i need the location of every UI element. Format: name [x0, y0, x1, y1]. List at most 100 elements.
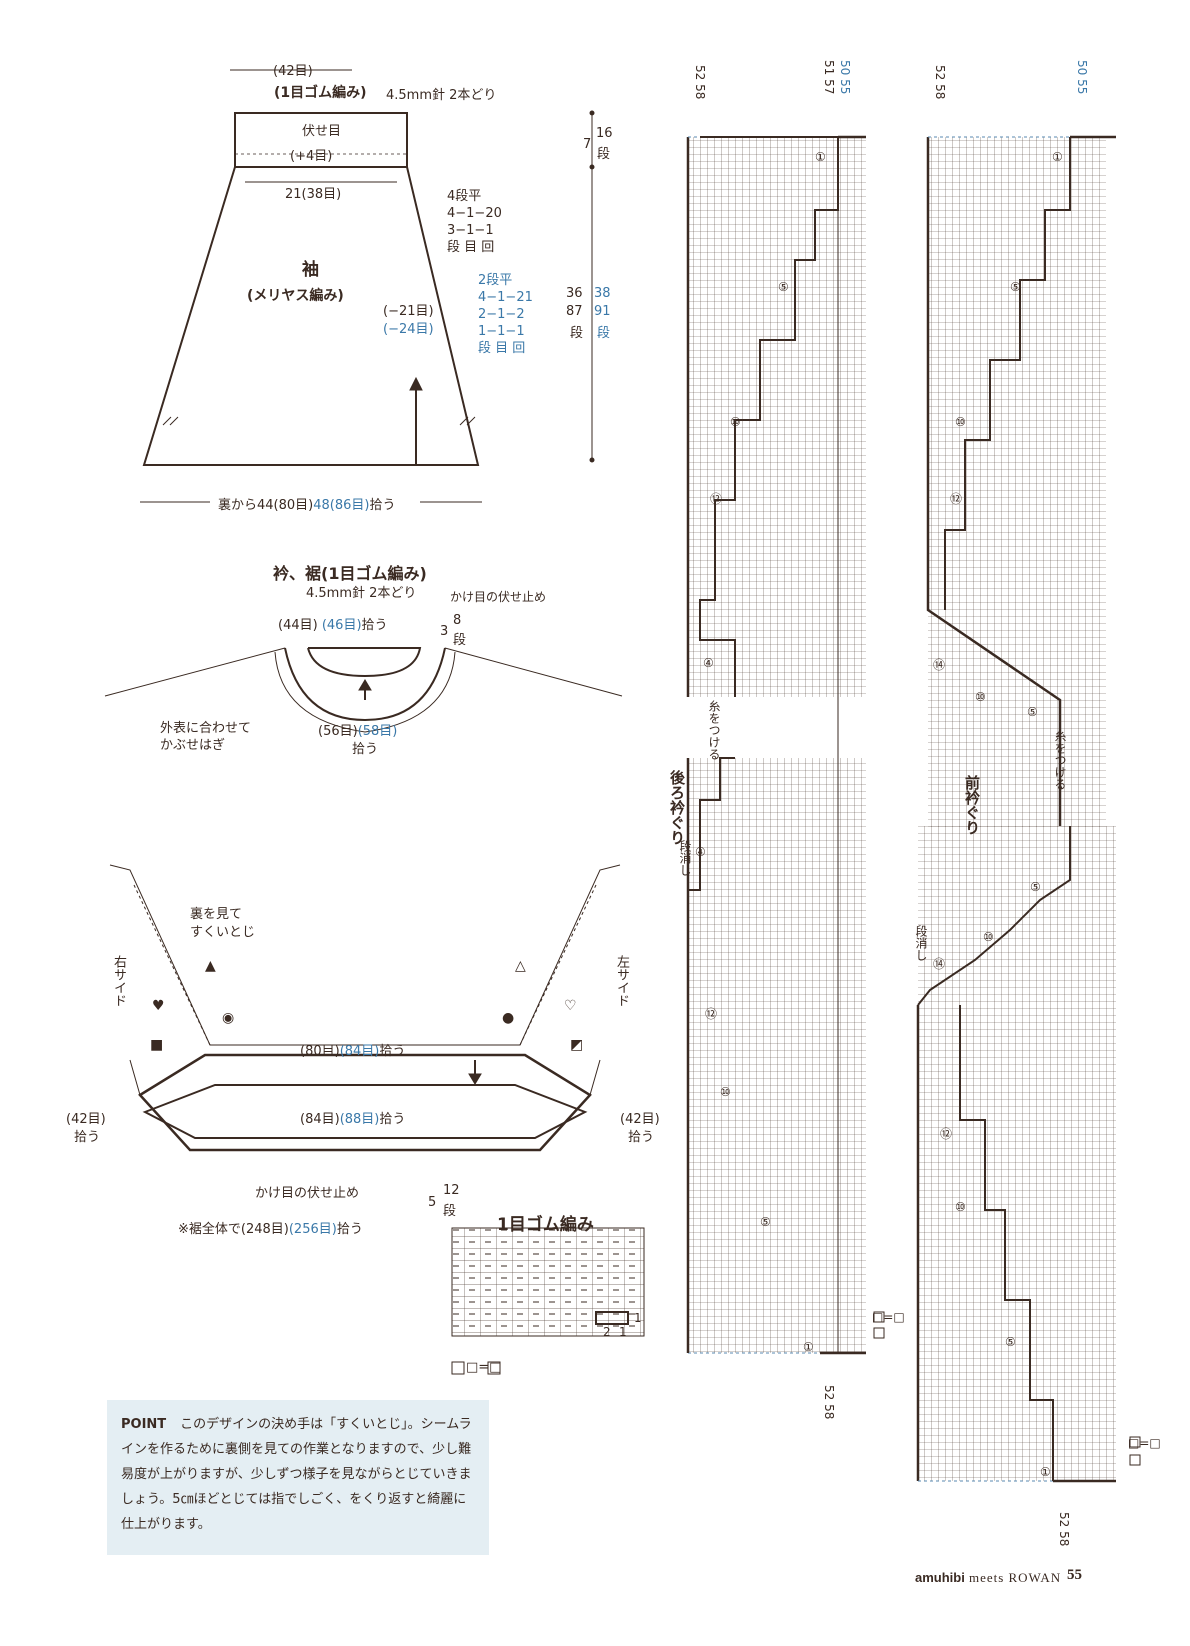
- footer-brand: amuhibi: [915, 1570, 965, 1585]
- sleeve-diagram: [140, 69, 595, 503]
- hem-total: ※裾全体で(248目)(256目)拾う: [178, 1222, 363, 1237]
- scoop-note-1: 裏を見て: [190, 907, 243, 922]
- marker-triangle-filled: ▲: [205, 958, 216, 974]
- front-top-right-count: 50 55: [1075, 60, 1089, 95]
- sleeve-increase: (+4目): [290, 149, 333, 164]
- front-circled-5c: ⑤: [1030, 880, 1041, 894]
- front-circled-12b: ⑫: [940, 1127, 953, 1141]
- back-circled-10b: ⑩: [720, 1085, 731, 1099]
- rib-chart-title: 1目ゴム編み: [497, 1215, 594, 1235]
- neck-needle: 4.5mm針 2本どり: [306, 586, 417, 601]
- sleeve-body-height-a: 36: [566, 286, 583, 301]
- point-label: POINT: [121, 1417, 167, 1432]
- left-side-label: 左サイド: [614, 955, 629, 1007]
- back-top-right-count: 50 55: [838, 60, 852, 95]
- rib-chart-row-label: 1: [634, 1311, 642, 1325]
- chart-legends: [873, 1311, 1141, 1466]
- sleeve-top-needle: 4.5mm針 2本どり: [386, 88, 497, 103]
- sleeve-top-rib: (1目ゴム編み): [274, 85, 367, 101]
- front-bottom-count: 52 58: [1057, 1512, 1071, 1547]
- neck-rows-a: 3: [440, 624, 449, 639]
- rib-chart-col-2: 2: [603, 1325, 611, 1339]
- right-side-label: 右サイド: [111, 955, 126, 1007]
- marker-dot-filled: ●: [502, 1010, 515, 1026]
- sleeve-width-mid: 21(38目): [285, 187, 342, 202]
- back-chart-legend: □=□: [872, 1310, 905, 1324]
- join-note-1: 外表に合わせて: [160, 721, 252, 736]
- footer-meets: meets: [968, 1570, 1005, 1585]
- hem-pickup-2: (84目)(88目)拾う: [300, 1112, 406, 1127]
- back-circled-5b: ⑤: [760, 1215, 771, 1229]
- front-circled-10d: ⑩: [955, 1200, 966, 1214]
- hem-side-right-b: 拾う: [628, 1130, 655, 1145]
- sleeve-subtitle: (メリヤス編み): [247, 288, 344, 304]
- sleeve-body-height-b: 38: [594, 286, 611, 301]
- front-circled-10c: ⑩: [983, 930, 994, 944]
- sleeve-minus-b: (−24目): [383, 322, 434, 337]
- back-circled-1: ①: [815, 150, 826, 164]
- sleeve-top-height-c: 段: [597, 147, 611, 162]
- back-short-row: 段消し: [678, 840, 692, 876]
- neck-rows-b: 8: [453, 613, 462, 628]
- hem-side-left-a: (42目): [66, 1112, 106, 1127]
- hem-side-left-b: 拾う: [74, 1130, 101, 1145]
- scoop-note-2: すくいとじ: [190, 925, 256, 940]
- page-number: 55: [1067, 1567, 1082, 1583]
- back-top-mid-count: 51 57: [822, 60, 836, 95]
- neck-rows-c: 段: [453, 633, 467, 648]
- sleeve-pickup: 裏から44(80目)48(86目)拾う: [218, 498, 396, 513]
- footer: amuhibi meets ROWAN: [915, 1570, 1061, 1586]
- sleeve-top-height-a: 7: [583, 137, 592, 152]
- front-circled-1: ①: [1052, 150, 1063, 164]
- front-circled-12: ⑫: [950, 492, 963, 506]
- sleeve-minus-a: (−21目): [383, 304, 434, 319]
- sleeve-body-height-f: 段: [597, 326, 611, 341]
- sleeve-body-height-d: 91: [594, 304, 611, 319]
- sleeve-body-height-c: 87: [566, 304, 583, 319]
- sleeve-top-height-b: 16: [596, 126, 613, 141]
- front-circled-5: ⑤: [1010, 280, 1021, 294]
- marker-square-slash: ◩: [570, 1037, 584, 1053]
- front-top-left-count: 52 58: [933, 65, 947, 100]
- front-circled-14b: ⑭: [933, 957, 946, 971]
- marker-bullseye: ◉: [222, 1010, 235, 1026]
- neck-pickup-2: (56目)(58目): [318, 724, 398, 739]
- front-circled-14: ⑭: [933, 658, 946, 672]
- front-circled-10b: ⑩: [975, 690, 986, 704]
- neck-title: 衿、裾(1目ゴム編み): [273, 564, 427, 583]
- back-neck-label: 後ろ衿ぐり: [668, 770, 686, 845]
- point-text: このデザインの決め手は「すくいとじ」。シームラインを作るために裏側を見ての作業と…: [121, 1417, 472, 1532]
- rib-chart-col-1: 1: [619, 1325, 627, 1339]
- back-circled-12: ⑫: [710, 492, 723, 506]
- neck-cast-off: かけ目の伏せ止め: [450, 590, 547, 604]
- sleeve-top-stitches: (42目): [273, 64, 313, 79]
- back-top-left-count: 52 58: [693, 65, 707, 100]
- front-chart-legend: □=□: [1128, 1436, 1161, 1450]
- front-neck-chart: [916, 135, 1116, 1483]
- marker-heart-open: ♡: [564, 998, 577, 1014]
- rib-stitch-chart: [451, 1227, 645, 1375]
- front-circled-10: ⑩: [955, 415, 966, 429]
- back-circled-5: ⑤: [778, 280, 789, 294]
- hem-rows-b: 12: [443, 1183, 460, 1198]
- sleeve-bind-off: 伏せ目: [302, 124, 342, 139]
- back-circled-4a: ④: [703, 656, 714, 670]
- front-circled-5b: ⑤: [1027, 705, 1038, 719]
- sleeve-title: 袖: [302, 260, 319, 280]
- marker-triangle-open: △: [515, 958, 526, 974]
- hem-cast-off: かけ目の伏せ止め: [255, 1186, 360, 1201]
- front-short-row: 段消し: [914, 925, 928, 961]
- back-attach-yarn: 糸をつける: [707, 700, 721, 760]
- body-diagram: [104, 647, 623, 1152]
- back-circled-4b: ④: [695, 845, 706, 859]
- marker-square-filled: ■: [150, 1037, 164, 1053]
- back-bottom-count: 52 58: [822, 1385, 836, 1420]
- hem-rows-a: 5: [428, 1195, 437, 1210]
- rib-chart-legend: □=□: [466, 1360, 502, 1375]
- neck-pickup-2-label: 拾う: [352, 742, 379, 757]
- back-circled-1b: ①: [803, 1340, 814, 1354]
